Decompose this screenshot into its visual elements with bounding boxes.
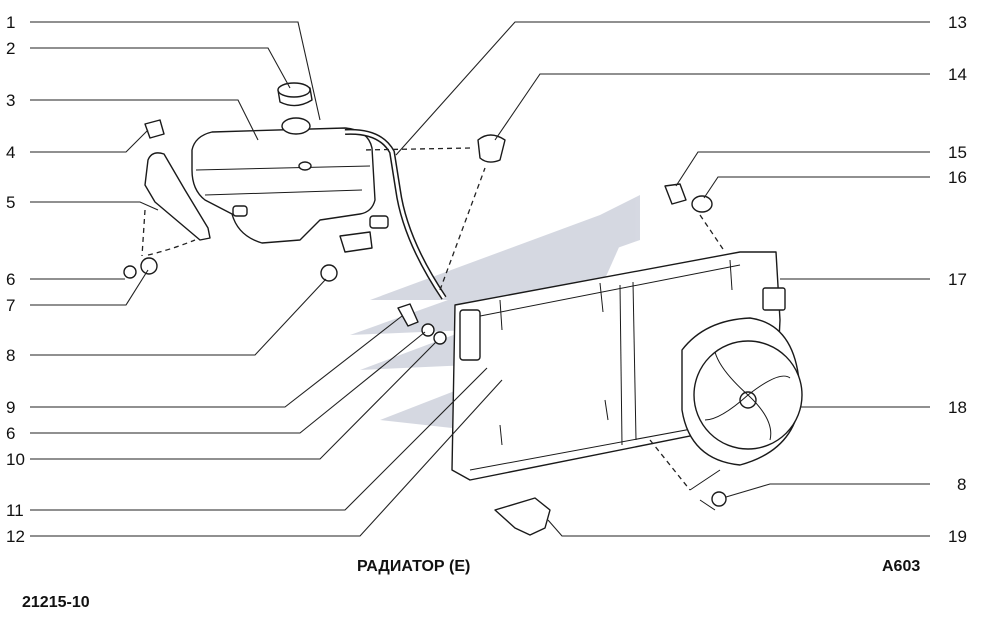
tank-bracket bbox=[144, 152, 211, 241]
callout-8: 8 bbox=[6, 346, 15, 365]
radiator-support bbox=[494, 497, 551, 536]
callout-6: 6 bbox=[6, 270, 15, 289]
assembly-line-5 bbox=[699, 214, 726, 253]
tank-nut bbox=[320, 264, 338, 282]
washer-2 bbox=[421, 323, 435, 337]
sealing-washer bbox=[691, 195, 713, 213]
model-code: 21215-10 bbox=[22, 594, 90, 611]
electric-fan bbox=[681, 317, 803, 511]
callout-3: 3 bbox=[6, 91, 15, 110]
callout-10: 10 bbox=[6, 450, 25, 469]
hose-clamp bbox=[477, 134, 506, 163]
callout-13: 13 bbox=[948, 13, 967, 32]
assembly-line-6 bbox=[649, 439, 691, 491]
callout-1: 1 bbox=[6, 13, 15, 32]
callout-4: 4 bbox=[6, 143, 15, 162]
nut bbox=[140, 257, 158, 275]
rubber-cushion bbox=[144, 119, 165, 139]
diagram-title: РАДИАТОР (Е) bbox=[357, 558, 471, 575]
callout-11: 11 bbox=[6, 501, 24, 520]
callout-14: 14 bbox=[948, 65, 967, 84]
leader-lines bbox=[30, 21, 930, 537]
callout-16: 16 bbox=[948, 168, 967, 187]
callout-8b: 8 bbox=[957, 475, 966, 494]
callout-18: 18 bbox=[948, 398, 967, 417]
callout-19: 19 bbox=[948, 527, 967, 546]
temp-sensor bbox=[664, 183, 687, 205]
cushion-10 bbox=[433, 331, 447, 345]
assembly-line-2 bbox=[147, 239, 196, 256]
fan-nut bbox=[711, 491, 727, 507]
callout-7: 7 bbox=[6, 296, 15, 315]
expansion-tank bbox=[191, 117, 389, 253]
callout-5: 5 bbox=[6, 193, 15, 212]
sheet-code: A603 bbox=[882, 558, 921, 575]
callout-12: 12 bbox=[6, 527, 25, 546]
callout-2: 2 bbox=[6, 39, 15, 58]
assembly-line-3 bbox=[439, 167, 486, 291]
washer bbox=[123, 265, 137, 279]
filler-cap bbox=[277, 82, 313, 107]
callout-6b: 6 bbox=[6, 424, 15, 443]
bolt bbox=[397, 303, 419, 327]
callout-15: 15 bbox=[948, 143, 967, 162]
callout-17: 17 bbox=[948, 270, 967, 289]
callout-9: 9 bbox=[6, 398, 15, 417]
assembly-line-4 bbox=[361, 147, 471, 151]
assembly-line-1 bbox=[141, 209, 146, 257]
